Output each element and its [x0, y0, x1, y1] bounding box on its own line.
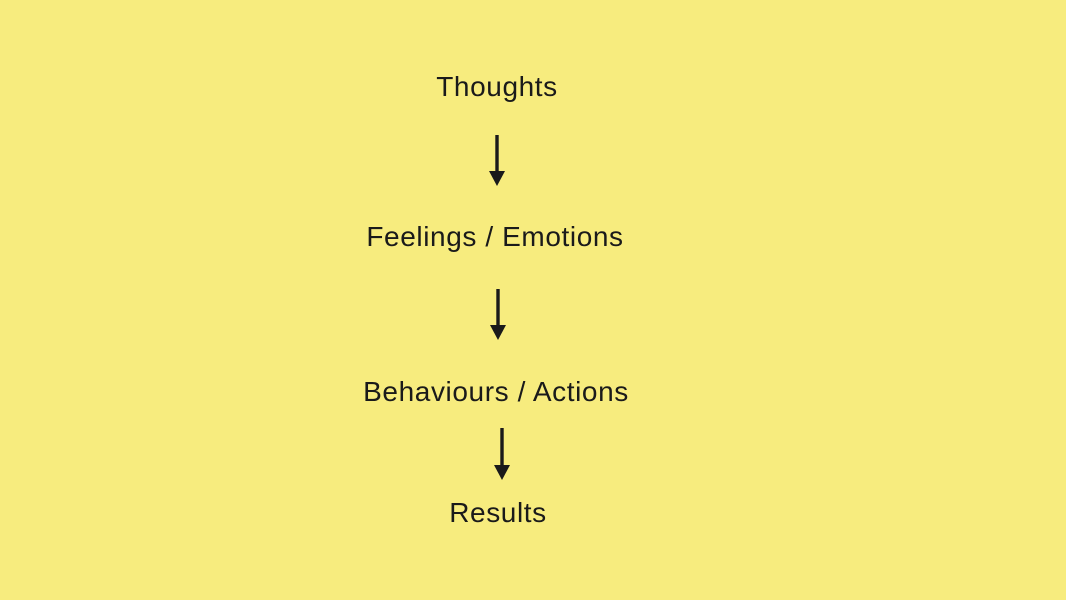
diagram-node-results: Results: [449, 497, 547, 528]
down-arrow-icon: [494, 428, 510, 480]
down-arrow-icon: [490, 289, 506, 340]
diagram-node-feelings-emotions: Feelings / Emotions: [366, 221, 624, 252]
diagram-node-thoughts: Thoughts: [436, 71, 558, 102]
diagram-node-behaviours-actions: Behaviours / Actions: [363, 376, 629, 407]
down-arrow-icon: [489, 135, 505, 186]
